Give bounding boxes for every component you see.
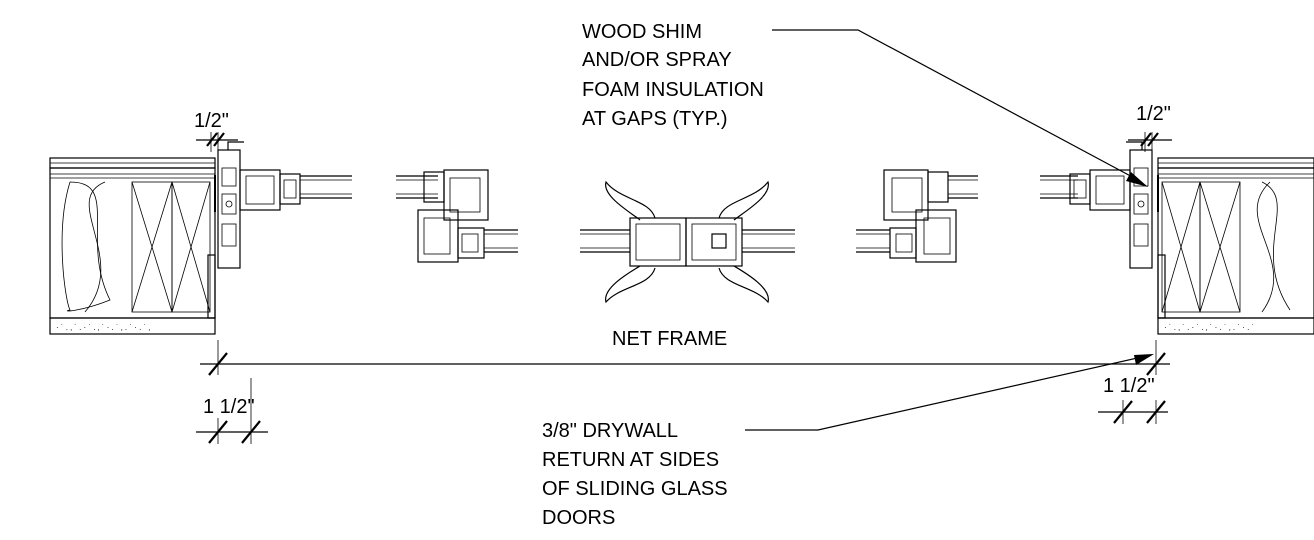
drywall-note-line-2: RETURN AT SIDES bbox=[542, 449, 719, 471]
drywall-note-line-1: 3/8" DRYWALL bbox=[542, 420, 678, 442]
right-jamb-frame bbox=[1040, 141, 1153, 269]
svg-text:· ˙ . ‚ ˙ . · ˙ . ‚ ˙ · . ˙ ‚: · ˙ . ‚ ˙ . · ˙ . ‚ ˙ · . ˙ ‚ . ˙ · . ˙ … bbox=[56, 323, 150, 332]
left-jamb-frame bbox=[217, 141, 352, 269]
dim-left-return: 1 1/2" bbox=[203, 396, 255, 418]
shim-note-line-2: AND/OR SPRAY bbox=[582, 49, 732, 71]
dim-left-gap: 1/2" bbox=[194, 110, 229, 132]
dimension-lines bbox=[196, 132, 1172, 444]
leader-lines bbox=[745, 29, 1154, 431]
svg-text:· ˙ . ‚ ˙ . · ˙ . ‚ ˙ · . ˙ ‚: · ˙ . ‚ ˙ . · ˙ . ‚ ˙ · . ˙ ‚ . ˙ · . ˙ bbox=[1164, 323, 1254, 332]
shim-note-line-3: FOAM INSULATION bbox=[582, 79, 764, 101]
drywall-note-line-3: OF SLIDING GLASS bbox=[542, 478, 728, 500]
left-wall-section: · ˙ . ‚ ˙ . · ˙ . ‚ ˙ · . ˙ ‚ . ˙ · . ˙ … bbox=[49, 157, 216, 335]
drywall-note-line-4: DOORS bbox=[542, 507, 615, 529]
shim-note-line-4: AT GAPS (TYP.) bbox=[582, 108, 728, 130]
right-wall-section: · ˙ . ‚ ˙ . · ˙ . ‚ ˙ · . ˙ ‚ . ˙ · . ˙ bbox=[1157, 157, 1314, 335]
shim-note-line-1: WOOD SHIM bbox=[582, 21, 702, 43]
shim-note: WOOD SHIM AND/OR SPRAY FOAM INSULATION A… bbox=[582, 21, 764, 130]
center-interlock-handles bbox=[580, 180, 795, 304]
net-frame-label: NET FRAME bbox=[612, 328, 727, 350]
right-panel-frame bbox=[856, 169, 978, 263]
dim-right-gap: 1/2" bbox=[1136, 103, 1171, 125]
dim-right-return: 1 1/2" bbox=[1103, 375, 1155, 397]
left-panel-frame bbox=[396, 169, 518, 263]
drywall-note: 3/8" DRYWALL RETURN AT SIDES OF SLIDING … bbox=[542, 420, 728, 529]
